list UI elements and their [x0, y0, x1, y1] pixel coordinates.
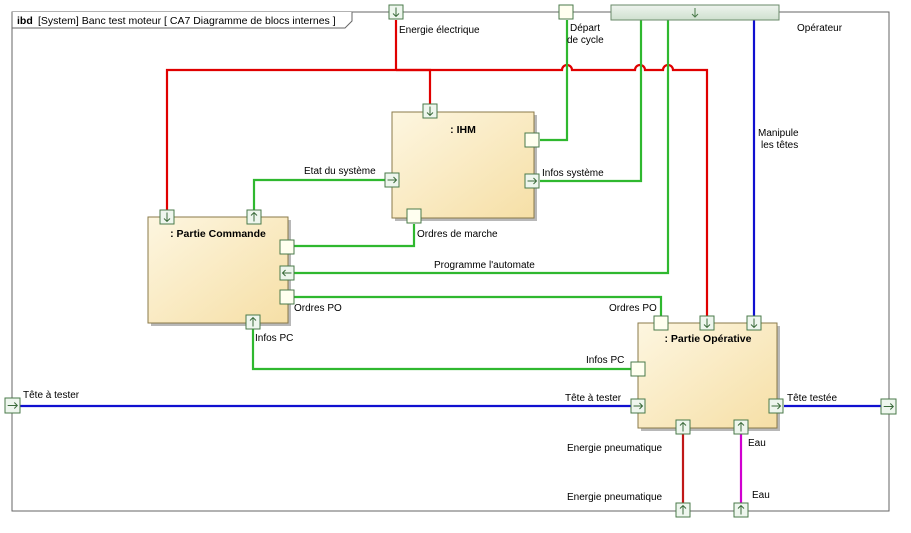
port-arrow-icon: [250, 211, 258, 222]
label-ordres-po-left: Ordres PO: [294, 303, 342, 314]
label-tete-testee: Tête testée: [787, 393, 837, 404]
flow-etat-systeme[interactable]: [252, 178, 385, 210]
port-frame-energie-electrique[interactable]: [388, 4, 404, 20]
port-frame-energie-pneumatique[interactable]: [675, 502, 691, 518]
block-commande-name: : Partie Commande: [170, 228, 266, 240]
port-ihm-depart-cycle[interactable]: [524, 132, 540, 148]
port-po-tete-testee[interactable]: [768, 398, 784, 414]
frame-keyword: ibd: [17, 15, 33, 27]
label-depart-cycle-1: Départ: [570, 23, 600, 34]
label-tete-a-tester-right: Tête à tester: [565, 393, 622, 404]
labels: Energie électrique Départ de cycle Opéra…: [23, 23, 843, 503]
label-manipule-2: les têtes: [761, 140, 798, 151]
actor-down-arrow-icon: [691, 8, 699, 18]
label-ordres-po-right: Ordres PO: [609, 303, 657, 314]
label-tete-a-tester-left: Tête à tester: [23, 390, 80, 401]
flow-infos-systeme[interactable]: [540, 20, 643, 183]
block-operative[interactable]: [637, 322, 778, 429]
port-arrow-icon: [679, 504, 687, 515]
flow-infos-pc[interactable]: [251, 328, 631, 371]
label-energie-electrique: Energie électrique: [399, 25, 480, 36]
label-energie-pneumatique-bottom: Energie pneumatique: [567, 492, 663, 503]
label-etat-systeme: Etat du système: [304, 166, 376, 177]
frame-title-tab: [11, 12, 353, 29]
label-infos-pc-right: Infos PC: [586, 355, 624, 366]
port-pc-ordres-po[interactable]: [279, 289, 295, 305]
port-po-infos-pc[interactable]: [630, 361, 646, 377]
block-commande[interactable]: [147, 216, 289, 324]
port-po-eau[interactable]: [733, 419, 749, 435]
flow-ordres-marche[interactable]: [288, 224, 416, 248]
port-po-energie[interactable]: [699, 315, 715, 331]
label-energie-pneumatique-top: Energie pneumatique: [567, 443, 663, 454]
label-infos-pc-left: Infos PC: [255, 333, 293, 344]
label-infos-systeme: Infos système: [542, 168, 604, 179]
port-arrow-icon: [392, 7, 400, 18]
label-operateur: Opérateur: [797, 23, 843, 34]
label-ordres-marche: Ordres de marche: [417, 229, 498, 240]
port-frame-depart-cycle[interactable]: [558, 4, 574, 20]
block-ihm-name: : IHM: [450, 124, 476, 136]
port-arrow-icon: [679, 421, 687, 432]
block-ihm[interactable]: [391, 111, 535, 219]
block-operative-name: : Partie Opérative: [665, 333, 752, 345]
port-frame-tete-a-tester[interactable]: [4, 397, 21, 414]
connectors: [20, 20, 882, 504]
port-po-energie-pneumatique[interactable]: [675, 419, 691, 435]
port-ihm-energie[interactable]: [422, 103, 438, 119]
port-arrow-icon: [737, 421, 745, 432]
label-programme-automate: Programme l'automate: [434, 260, 535, 271]
frame-title: [System] Banc test moteur [ CA7 Diagramm…: [38, 15, 336, 27]
port-arrow-icon: [633, 402, 644, 410]
port-frame-eau[interactable]: [733, 502, 749, 518]
flow-depart-cycle[interactable]: [540, 20, 569, 142]
port-arrow-icon: [703, 318, 711, 329]
flow-ordres-po[interactable]: [288, 295, 663, 317]
port-ihm-etat-systeme[interactable]: [384, 172, 400, 188]
port-arrow-icon: [7, 402, 19, 409]
ports: [4, 4, 897, 518]
port-po-ordres-po[interactable]: [653, 315, 669, 331]
port-pc-infos-pc[interactable]: [245, 314, 261, 330]
port-arrow-icon: [426, 106, 434, 117]
port-pc-ordres-marche[interactable]: [279, 239, 295, 255]
port-arrow-icon: [281, 269, 292, 277]
label-eau-bottom: Eau: [752, 490, 770, 501]
port-arrow-icon: [249, 316, 257, 327]
label-manipule-1: Manipule: [758, 128, 799, 139]
port-po-tete-a-tester[interactable]: [630, 398, 646, 414]
port-arrow-icon: [737, 504, 745, 515]
flow-energie-electrique-pc[interactable]: [165, 68, 396, 210]
port-ihm-ordres-marche[interactable]: [406, 208, 422, 224]
port-po-manipule[interactable]: [746, 315, 762, 331]
port-pc-energie[interactable]: [159, 209, 175, 225]
label-depart-cycle-2: de cycle: [567, 35, 604, 46]
port-arrow-icon: [771, 402, 782, 410]
port-arrow-icon: [750, 318, 758, 329]
port-frame-tete-testee[interactable]: [880, 398, 897, 415]
label-eau-top: Eau: [748, 438, 766, 449]
port-ihm-infos-systeme[interactable]: [524, 173, 540, 189]
port-arrow-icon: [527, 177, 538, 185]
flow-programme-automate[interactable]: [288, 20, 670, 275]
port-arrow-icon: [883, 403, 895, 410]
port-pc-etat-systeme[interactable]: [246, 209, 262, 225]
port-arrow-icon: [163, 212, 171, 223]
port-arrow-icon: [387, 176, 398, 184]
port-pc-programme[interactable]: [279, 265, 295, 281]
